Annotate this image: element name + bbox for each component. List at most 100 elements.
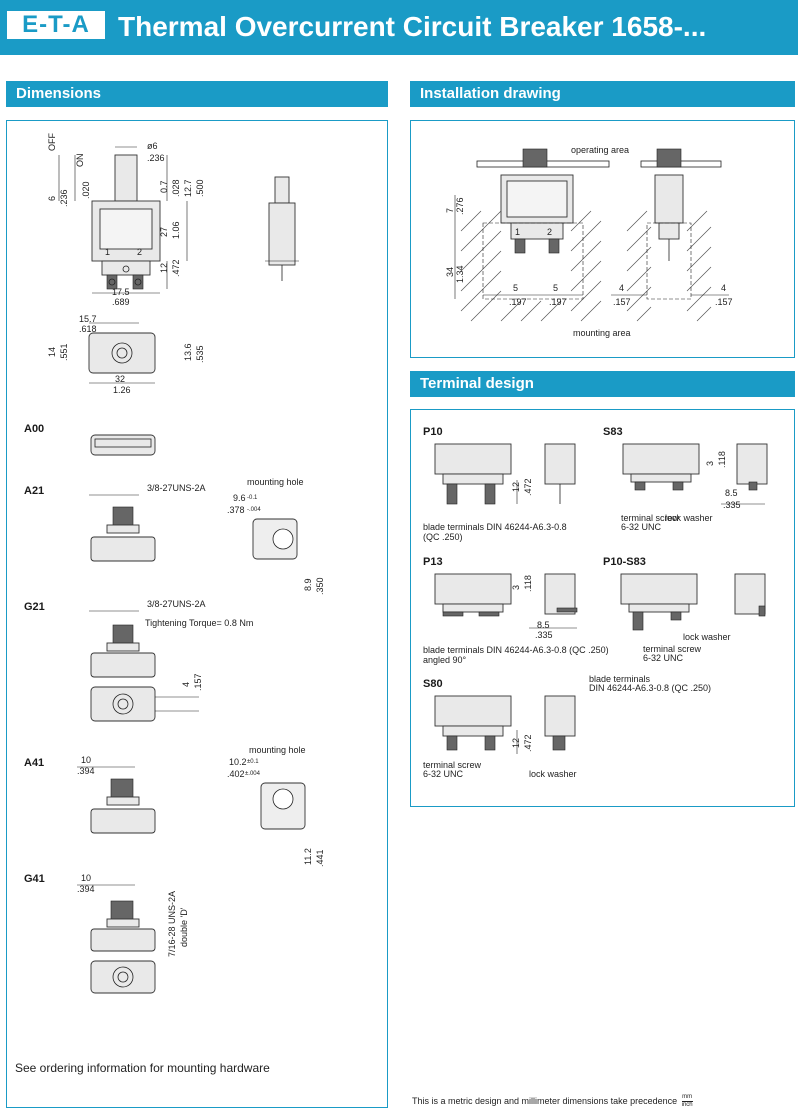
blade-terminal-note: blade terminals DIN 46244-A6.3-0.8 [423, 522, 567, 532]
mounting-hole-label: mounting hole [247, 477, 304, 487]
dim-label: .551 [59, 343, 69, 361]
dim-tolerance: ±0.1 [247, 759, 259, 765]
dim-label: .276 [455, 197, 465, 215]
dim-label: 12.7 [183, 179, 193, 197]
dim-label: 1.34 [455, 265, 465, 283]
dim-label: ON [75, 153, 85, 168]
dimensions-panel: ø6 .236 OFF ON 6 .236 .020 0.7 .028 12.7… [6, 120, 388, 1108]
breaker-narrow-side-drawing [265, 176, 299, 281]
dim-label: .500 [195, 179, 205, 197]
dim-tolerance: -0.1 [247, 495, 258, 501]
breaker-front-view-drawing [88, 322, 156, 384]
dim-label: .618 [79, 324, 97, 334]
terminal-number-label: 2 [547, 227, 553, 237]
terminal-design-panel: P10 12 .472 blade terminals DIN 46244-A6… [410, 409, 795, 807]
variant-label-g21: G21 [24, 601, 45, 613]
torque-label: Tightening Torque= 0.8 Nm [145, 618, 254, 628]
dim-label: 7 [445, 207, 455, 213]
dim-label: .394 [77, 766, 95, 776]
dim-label: 4 [181, 681, 191, 687]
dim-label: .472 [523, 734, 533, 752]
breaker-side-view-drawing [58, 146, 188, 294]
dim-label: .197 [549, 297, 567, 307]
thread-label: 3/8-27UNS-2A [147, 483, 206, 493]
dim-label: 15.7 [79, 314, 97, 324]
dim-label: 10 [81, 755, 92, 765]
lock-washer-note: lock washer [665, 513, 713, 523]
terminal-number-label: 2 [137, 247, 143, 257]
dim-label: .118 [717, 451, 727, 468]
dim-label: 27 [159, 226, 169, 237]
dim-label: 17.5 [112, 287, 130, 297]
dim-label: 12 [511, 481, 521, 492]
dim-label: 8.5 [725, 488, 738, 498]
lock-washer-note: lock washer [529, 769, 577, 779]
variant-label-a41: A41 [24, 757, 45, 769]
variant-label-a21: A21 [24, 485, 45, 497]
dim-label: 10 [81, 873, 92, 883]
blade-terminal-note: blade terminals DIN 46244-A6.3-0.8 (QC .… [423, 645, 609, 655]
mm-unit: mm [681, 1094, 693, 1102]
double-d-label: double 'D' [179, 907, 189, 947]
dim-label: 12 [159, 262, 169, 273]
dim-label: .236 [147, 153, 165, 163]
dim-label: .335 [535, 630, 553, 640]
dim-label: .350 [315, 577, 325, 595]
dim-label: 32 [115, 374, 126, 384]
dim-label: 1.26 [113, 385, 131, 395]
a41-actuator-drawing [77, 766, 156, 834]
dim-label: 14 [47, 346, 57, 357]
mm-inch-fraction: mm inch [681, 1094, 693, 1109]
dim-label: 0.7 [159, 180, 169, 193]
dim-label: 10.2 [229, 757, 247, 767]
section-installation-header: Installation drawing [410, 81, 795, 107]
dim-label: .157 [613, 297, 631, 307]
dim-label: .394 [77, 884, 95, 894]
dim-label: .335 [723, 500, 741, 510]
terminal-number-label: 1 [515, 227, 521, 237]
g21-actuator-drawing [89, 610, 199, 722]
section-dimensions-header: Dimensions [6, 81, 388, 107]
dim-label: 5 [553, 283, 559, 293]
dim-label: .472 [523, 478, 533, 496]
lock-washer-note: lock washer [683, 632, 731, 642]
dim-label: .535 [195, 345, 205, 363]
dim-label: ø6 [147, 141, 158, 151]
dim-label: .157 [193, 673, 203, 691]
terminal-label-s83: S83 [603, 426, 623, 438]
terminal-screw-note: 6-32 UNC [643, 653, 684, 663]
dim-label: .441 [315, 849, 325, 867]
g41-actuator-drawing [77, 884, 156, 994]
terminal-label-p13: P13 [423, 556, 443, 568]
dim-label: .020 [81, 181, 91, 199]
dim-tolerance: -.004 [247, 507, 261, 513]
page-title: Thermal Overcurrent Circuit Breaker 1658… [118, 11, 707, 42]
dim-label: 8.9 [303, 578, 313, 591]
metric-precedence-footer: This is a metric design and millimeter d… [412, 1094, 693, 1109]
terminal-screw-note: terminal screw [643, 644, 702, 654]
dim-label: .689 [112, 297, 130, 307]
blade-terminal-note: (QC .250) [423, 532, 463, 542]
operating-area-label: operating area [571, 145, 630, 155]
dim-label: 12 [511, 737, 521, 748]
dim-label: 34 [445, 266, 455, 277]
s80-terminal-drawing [434, 695, 576, 754]
dim-tolerance: ±.004 [245, 771, 260, 777]
p10-s83-terminal-drawing [620, 573, 766, 631]
dim-label: .197 [509, 297, 527, 307]
dim-label: .118 [523, 575, 533, 592]
dim-label: .378 [227, 505, 245, 515]
blade-terminal-note: blade terminals [589, 674, 651, 684]
section-terminal-header: Terminal design [410, 371, 795, 397]
a21-actuator-drawing [89, 494, 156, 562]
terminal-label-s80: S80 [423, 678, 443, 690]
dim-label: 8.5 [537, 620, 550, 630]
variant-label-a00: A00 [24, 423, 45, 435]
dim-label: 1.06 [171, 221, 181, 239]
inch-unit: inch [681, 1102, 693, 1108]
blade-terminal-note: DIN 46244-A6.3-0.8 (QC .250) [589, 683, 712, 693]
p13-terminal-drawing [434, 573, 578, 629]
terminal-screw-note: terminal screw [423, 760, 482, 770]
eta-logo: E-T-A [7, 11, 105, 39]
variant-label-g41: G41 [24, 873, 45, 885]
